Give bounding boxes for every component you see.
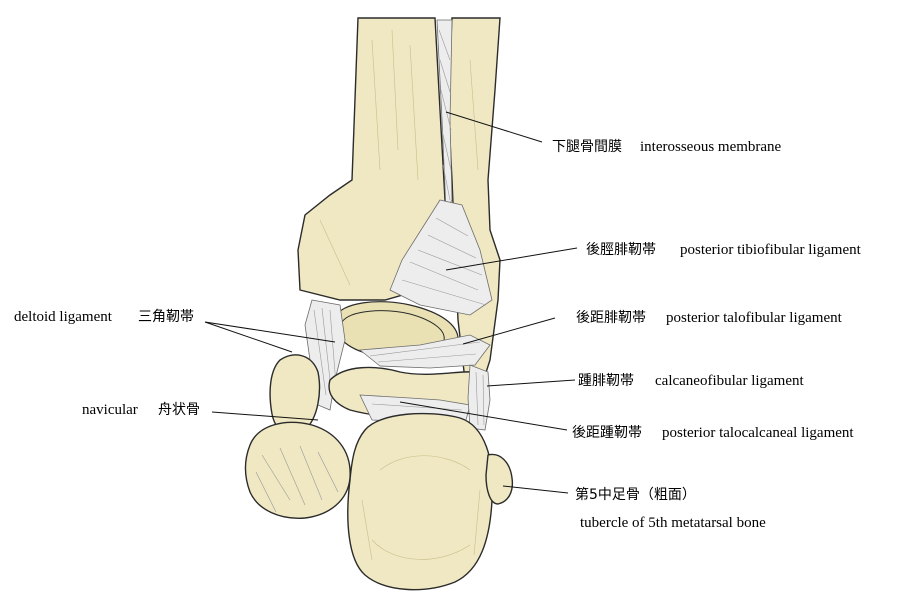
label-post-talocalcaneal-en: posterior talocalcaneal ligament bbox=[662, 425, 854, 441]
label-interosseous-en: interosseous membrane bbox=[640, 139, 782, 155]
label-deltoid-en: deltoid ligament bbox=[14, 309, 113, 325]
label-navicular-en: navicular bbox=[82, 402, 138, 418]
label-post-tibiofibular: 後脛腓靭帯 posterior tibiofibular ligament bbox=[586, 242, 862, 258]
label-fifth-metatarsal: 第5中足骨（粗面） tubercle of 5th metatarsal bon… bbox=[575, 486, 766, 531]
midfoot-ligament-fibers bbox=[255, 445, 339, 513]
tibiofibular-fibers bbox=[401, 217, 487, 306]
interosseous-membrane bbox=[436, 19, 453, 212]
posterior-talofibular-ligament bbox=[358, 334, 491, 369]
label-post-talofibular: 後距腓靭帯 posterior talofibular ligament bbox=[576, 310, 843, 326]
calcaneus bbox=[347, 412, 494, 591]
label-navicular: navicular 舟状骨 bbox=[82, 402, 200, 418]
calcaneofibular-fibers bbox=[475, 371, 485, 426]
label-calcaneofibular-en: calcaneofibular ligament bbox=[655, 373, 805, 389]
posterior-tibiofibular-ligament bbox=[389, 199, 493, 316]
fifth-metatarsal-tubercle bbox=[485, 453, 514, 505]
label-post-tibiofibular-en: posterior tibiofibular ligament bbox=[680, 242, 862, 258]
label-deltoid: deltoid ligament 三角靭帯 bbox=[14, 309, 194, 325]
calcaneofibular-ligament bbox=[467, 364, 491, 431]
label-interosseous-jp: 下腿骨間膜 bbox=[552, 139, 622, 155]
leader-lines bbox=[204, 111, 578, 494]
label-post-talocalcaneal: 後距踵靭帯 posterior talocalcaneal ligament bbox=[572, 425, 854, 441]
label-fifth-metatarsal-jp: 第5中足骨（粗面） bbox=[575, 486, 696, 503]
label-navicular-jp: 舟状骨 bbox=[158, 402, 200, 418]
midfoot-bones bbox=[244, 421, 351, 519]
label-interosseous: 下腿骨間膜 interosseous membrane bbox=[552, 139, 782, 155]
label-post-talocalcaneal-jp: 後距踵靭帯 bbox=[572, 425, 642, 441]
calcaneus-shading bbox=[361, 455, 481, 561]
label-post-tibiofibular-jp: 後脛腓靭帯 bbox=[586, 242, 656, 258]
tibia-shading bbox=[319, 29, 479, 286]
tibia bbox=[297, 17, 446, 301]
label-calcaneofibular: 踵腓靭帯 calcaneofibular ligament bbox=[578, 373, 805, 389]
talofibular-fibers bbox=[369, 341, 481, 363]
label-deltoid-jp: 三角靭帯 bbox=[138, 309, 194, 325]
label-post-talofibular-jp: 後距腓靭帯 bbox=[576, 310, 646, 326]
label-post-talofibular-en: posterior talofibular ligament bbox=[666, 310, 843, 326]
label-calcaneofibular-jp: 踵腓靭帯 bbox=[578, 373, 634, 389]
interosseous-fibers bbox=[438, 29, 452, 201]
talocalcaneal-fibers bbox=[371, 403, 463, 411]
label-fifth-metatarsal-en: tubercle of 5th metatarsal bone bbox=[580, 515, 766, 531]
